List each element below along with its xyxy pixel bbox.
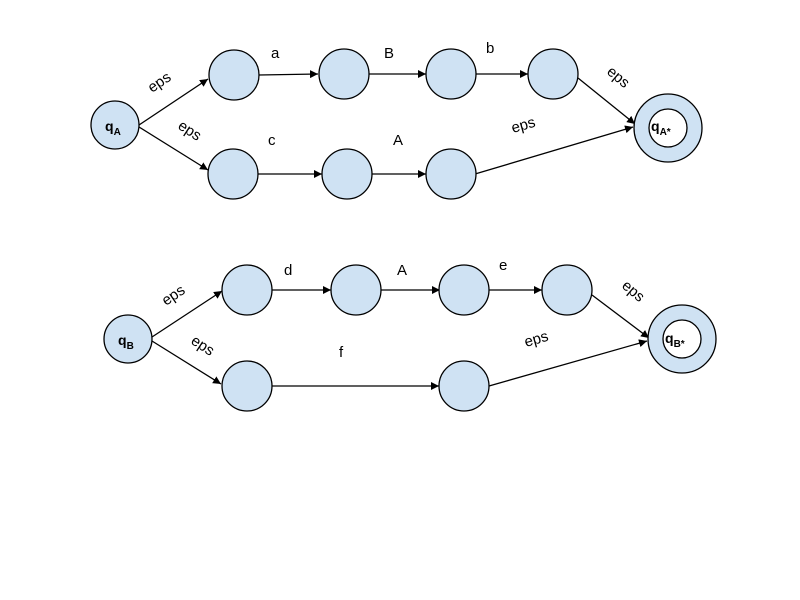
state-a1	[208, 49, 260, 101]
edge-qb-to-b1	[151, 290, 223, 338]
state-qa-accept-label: qA*	[651, 118, 671, 138]
state-b5	[221, 360, 273, 412]
edge-a4-to-qa-accept	[577, 77, 636, 125]
state-qb-start-main: q	[118, 332, 127, 348]
state-qa-start	[90, 100, 140, 150]
edge-label-b: b	[486, 40, 494, 57]
state-qb-accept-inner	[662, 319, 702, 359]
state-qb-start-label: qB	[118, 332, 134, 352]
state-a7	[425, 148, 477, 200]
state-qb-accept-label: qB*	[665, 330, 685, 350]
state-b1	[221, 264, 273, 316]
state-a5	[207, 148, 259, 200]
edge-label-eps-to-accept-top-a: eps	[603, 63, 632, 92]
edge-qa-to-a5	[138, 126, 209, 171]
edge-label-f: f	[339, 344, 344, 361]
edge-label-eps-upper-a: eps	[145, 69, 175, 97]
edge-label-a: a	[271, 45, 280, 62]
state-qb-start-sub: B	[127, 341, 134, 352]
state-a4	[527, 48, 579, 100]
edge-b6-to-qb-accept	[488, 339, 648, 387]
state-a2	[318, 48, 370, 100]
state-b3	[438, 264, 490, 316]
state-qa-start-main: q	[105, 118, 114, 134]
state-qa-accept-sub: A*	[660, 127, 671, 138]
edge-label-eps-to-accept-top-b: eps	[618, 277, 647, 306]
state-qa-start-label: qA	[105, 118, 121, 138]
state-qa-accept-inner	[648, 108, 688, 148]
edge-label-eps-to-accept-bottom-b: eps	[522, 328, 550, 351]
state-qb-accept-sub: B*	[674, 339, 685, 350]
edge-label-d: d	[284, 262, 292, 279]
edge-qb-to-b5	[151, 340, 222, 385]
edge-label-c: c	[268, 132, 276, 149]
state-b2	[330, 264, 382, 316]
state-a3	[425, 48, 477, 100]
edge-label-eps-lower-b: eps	[188, 332, 218, 359]
edge-qa-to-a1	[138, 78, 209, 126]
edge-label-eps-upper-b: eps	[159, 282, 189, 310]
diagram-a: qA qA* eps eps a B b eps c A eps	[90, 40, 703, 200]
state-qb-start	[103, 314, 153, 364]
edge-label-eps-lower-a: eps	[175, 117, 205, 144]
edge-a7-to-qa-accept	[474, 125, 634, 175]
edge-label-eps-to-accept-bottom-a: eps	[509, 114, 537, 137]
state-qa-accept-main: q	[651, 118, 660, 134]
state-b4	[541, 264, 593, 316]
edge-label-B-upper: B	[384, 45, 394, 62]
edge-a1-to-a2	[258, 70, 319, 79]
edge-b4-to-qb-accept	[591, 294, 650, 339]
edge-label-A-lower: A	[397, 262, 407, 279]
state-qa-start-sub: A	[114, 127, 121, 138]
edge-label-A-middle: A	[393, 132, 403, 149]
edge-label-e: e	[499, 257, 507, 274]
state-b6	[438, 360, 490, 412]
diagram-b: qB qB* eps eps d A e eps f eps	[103, 257, 717, 412]
state-qb-accept-main: q	[665, 330, 674, 346]
state-a6	[321, 148, 373, 200]
